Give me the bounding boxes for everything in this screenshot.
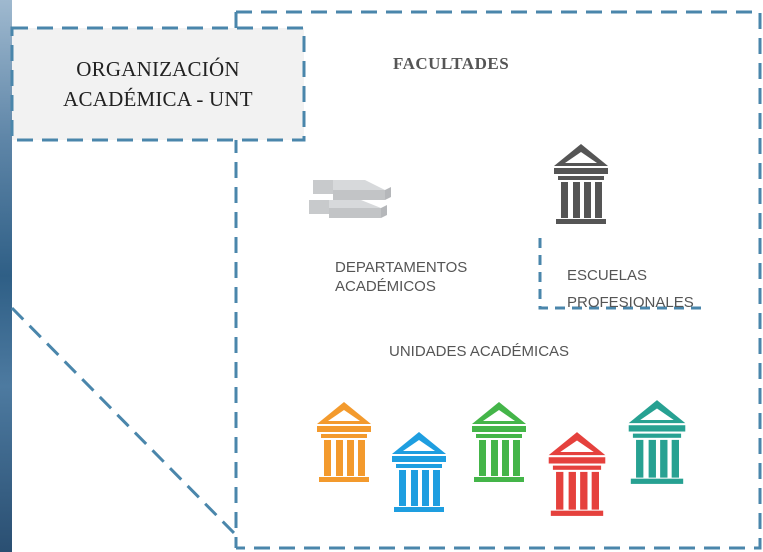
escuelas-line-2: PROFESIONALES — [567, 294, 694, 311]
institution-icon — [554, 144, 608, 224]
institution-icon-orange — [317, 402, 371, 482]
institution-icon-green — [472, 402, 526, 482]
escuelas-bracket — [538, 238, 705, 310]
connector-diagonal — [10, 306, 238, 537]
facultades-label: FACULTADES — [393, 54, 510, 73]
escuelas-line-1: ESCUELAS — [567, 267, 648, 284]
facultades-frame — [236, 10, 762, 550]
title-line-1: ORGANIZACIÓN — [76, 57, 240, 81]
books-icon — [309, 180, 391, 218]
departamentos-line-1: DEPARTAMENTOS — [335, 259, 468, 276]
departamentos-label: DEPARTAMENTOS ACADÉMICOS — [335, 258, 467, 296]
institution-icon-red — [548, 432, 606, 516]
institution-icon-blue — [392, 432, 446, 512]
institution-icon-teal — [628, 400, 686, 484]
departamentos-line-2: ACADÉMICOS — [335, 278, 436, 295]
unidades-label: UNIDADES ACADÉMICAS — [389, 343, 570, 360]
escuelas-label: ESCUELAS PROFESIONALES — [567, 262, 694, 316]
background-photo-strip — [0, 0, 12, 552]
title-line-2: ACADÉMICA - UNT — [63, 87, 253, 111]
title-box: ORGANIZACIÓN ACADÉMICA - UNT — [12, 28, 304, 140]
